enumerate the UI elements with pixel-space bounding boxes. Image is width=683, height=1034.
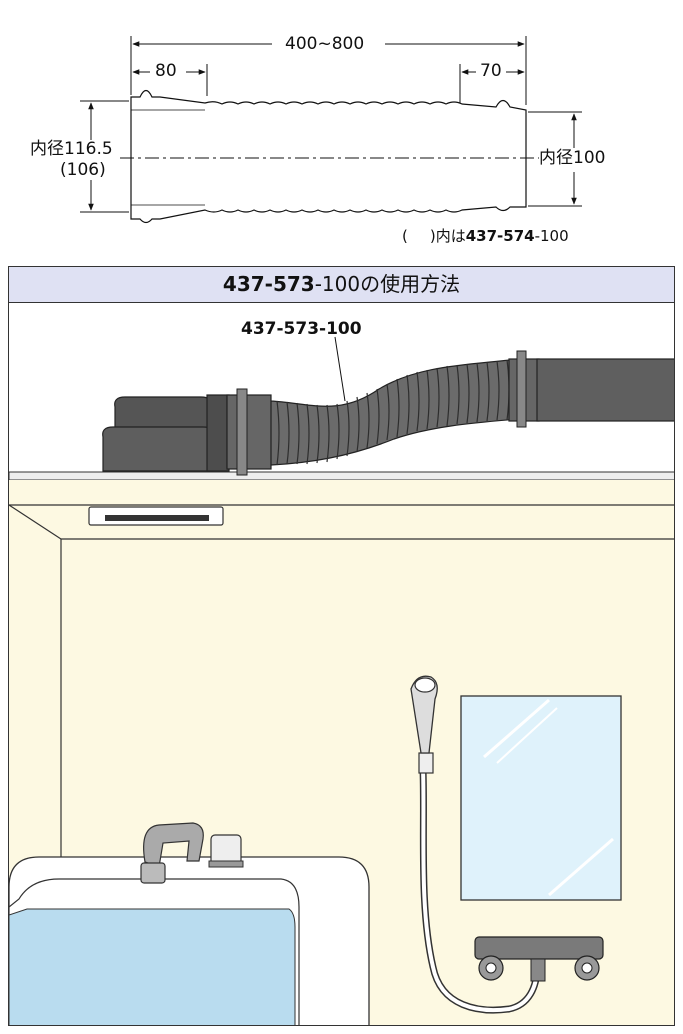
hose-callout-label: 437-573-100 <box>241 319 362 339</box>
usage-panel-title: 437-573-100の使用方法 <box>9 267 674 303</box>
mirror-icon <box>460 695 622 901</box>
bathtub-icon <box>9 856 370 1025</box>
total-length-label: 400~800 <box>282 36 368 53</box>
note-paren-open: ( <box>402 227 408 245</box>
note-model-bold: 437-574 <box>465 227 535 245</box>
right-end-length-label: 70 <box>480 61 502 81</box>
ventilation-fan-unit <box>102 394 230 472</box>
title-suffix: -100の使用方法 <box>314 272 461 296</box>
usage-panel: 437-573-100の使用方法 <box>8 266 675 1026</box>
inner-diameter-left-label: 内径116.5 <box>30 139 113 159</box>
note-model-suffix: -100 <box>534 227 569 245</box>
faucet-icon <box>140 822 244 884</box>
hose-dimension-drawing <box>80 36 582 224</box>
vent-grille-icon <box>88 506 224 526</box>
duct-hose-icon <box>226 336 674 476</box>
title-model: 437-573 <box>222 272 315 296</box>
model-note: ( )内は437-574-100 <box>402 229 569 244</box>
inner-diameter-left-alt-label: (106) <box>60 160 106 180</box>
note-paren-close: )内は <box>429 227 466 245</box>
inner-diameter-right-label: 内径100 <box>539 148 606 168</box>
thermostatic-mixer-icon <box>474 936 604 982</box>
shower-head-icon <box>410 675 438 774</box>
bathroom-illustration <box>9 303 674 1025</box>
left-end-length-label: 80 <box>155 61 177 81</box>
